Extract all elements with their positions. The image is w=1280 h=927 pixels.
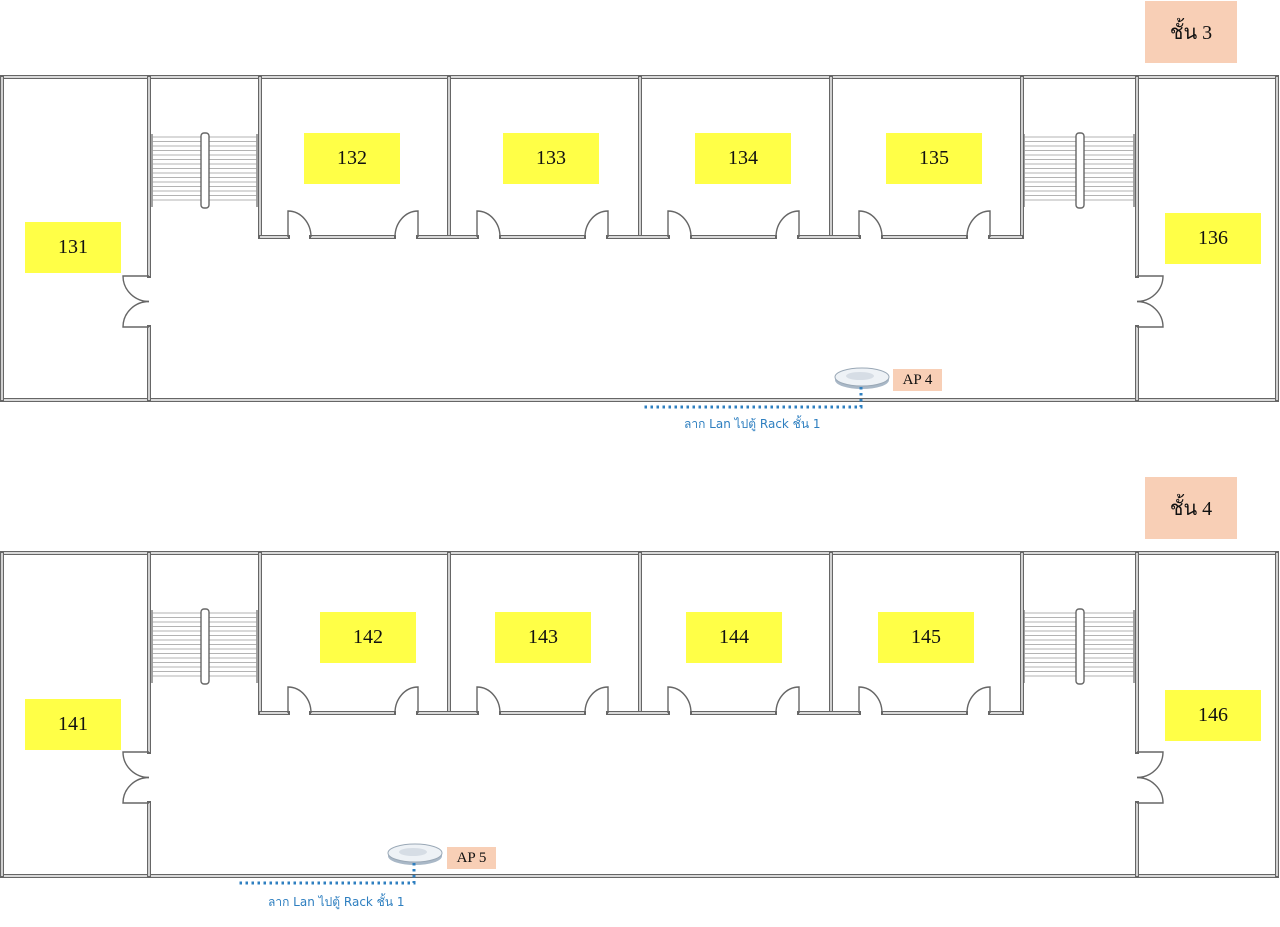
- door-swing-icon: [476, 210, 501, 238]
- room-label-133: 133: [503, 133, 599, 184]
- door-swing-icon: [1136, 300, 1164, 328]
- door-swing-icon: [667, 210, 692, 238]
- door-swing-icon: [1136, 275, 1164, 303]
- door-swing-icon: [122, 776, 150, 804]
- door-swing-icon: [394, 210, 419, 238]
- floor-3-tag: ชั้น 3: [1145, 1, 1237, 63]
- access-point-icon: [387, 843, 443, 865]
- room-label-143: 143: [495, 612, 591, 663]
- door-swing-icon: [858, 686, 883, 714]
- room-label-142: 142: [320, 612, 416, 663]
- staircase-icon: [151, 132, 258, 209]
- room-label-135: 135: [886, 133, 982, 184]
- door-swing-icon: [966, 210, 991, 238]
- room-label-136: 136: [1165, 213, 1261, 264]
- room-label-132: 132: [304, 133, 400, 184]
- door-swing-icon: [287, 686, 312, 714]
- access-point-icon: [834, 367, 890, 389]
- door-swing-icon: [122, 275, 150, 303]
- floor-4-plan: [0, 551, 1279, 885]
- door-swing-icon: [667, 686, 692, 714]
- door-swing-icon: [775, 210, 800, 238]
- door-swing-icon: [775, 686, 800, 714]
- ap-4-cable-note: ลาก Lan ไปตู้ Rack ชั้น 1: [684, 417, 821, 431]
- staircase-icon: [1023, 132, 1135, 209]
- door-swing-icon: [584, 210, 609, 238]
- door-swing-icon: [584, 686, 609, 714]
- door-swing-icon: [476, 686, 501, 714]
- room-label-144: 144: [686, 612, 782, 663]
- lan-cable-route: [238, 863, 416, 885]
- door-swing-icon: [394, 686, 419, 714]
- door-swing-icon: [858, 210, 883, 238]
- room-label-134: 134: [695, 133, 791, 184]
- lan-cable-route: [643, 387, 863, 409]
- staircase-icon: [151, 608, 258, 685]
- room-label-146: 146: [1165, 690, 1261, 741]
- door-swing-icon: [1136, 751, 1164, 779]
- room-label-131: 131: [25, 222, 121, 273]
- door-swing-icon: [122, 751, 150, 779]
- door-swing-icon: [1136, 776, 1164, 804]
- ap-5-cable-note: ลาก Lan ไปตู้ Rack ชั้น 1: [268, 895, 405, 909]
- floor-4-tag: ชั้น 4: [1145, 477, 1237, 539]
- floor-3-plan: [0, 75, 1279, 409]
- room-label-141: 141: [25, 699, 121, 750]
- staircase-icon: [1023, 608, 1135, 685]
- door-swing-icon: [966, 686, 991, 714]
- room-label-145: 145: [878, 612, 974, 663]
- door-swing-icon: [122, 300, 150, 328]
- ap-4-label: AP 4: [893, 369, 942, 391]
- door-swing-icon: [287, 210, 312, 238]
- ap-5-label: AP 5: [447, 847, 496, 869]
